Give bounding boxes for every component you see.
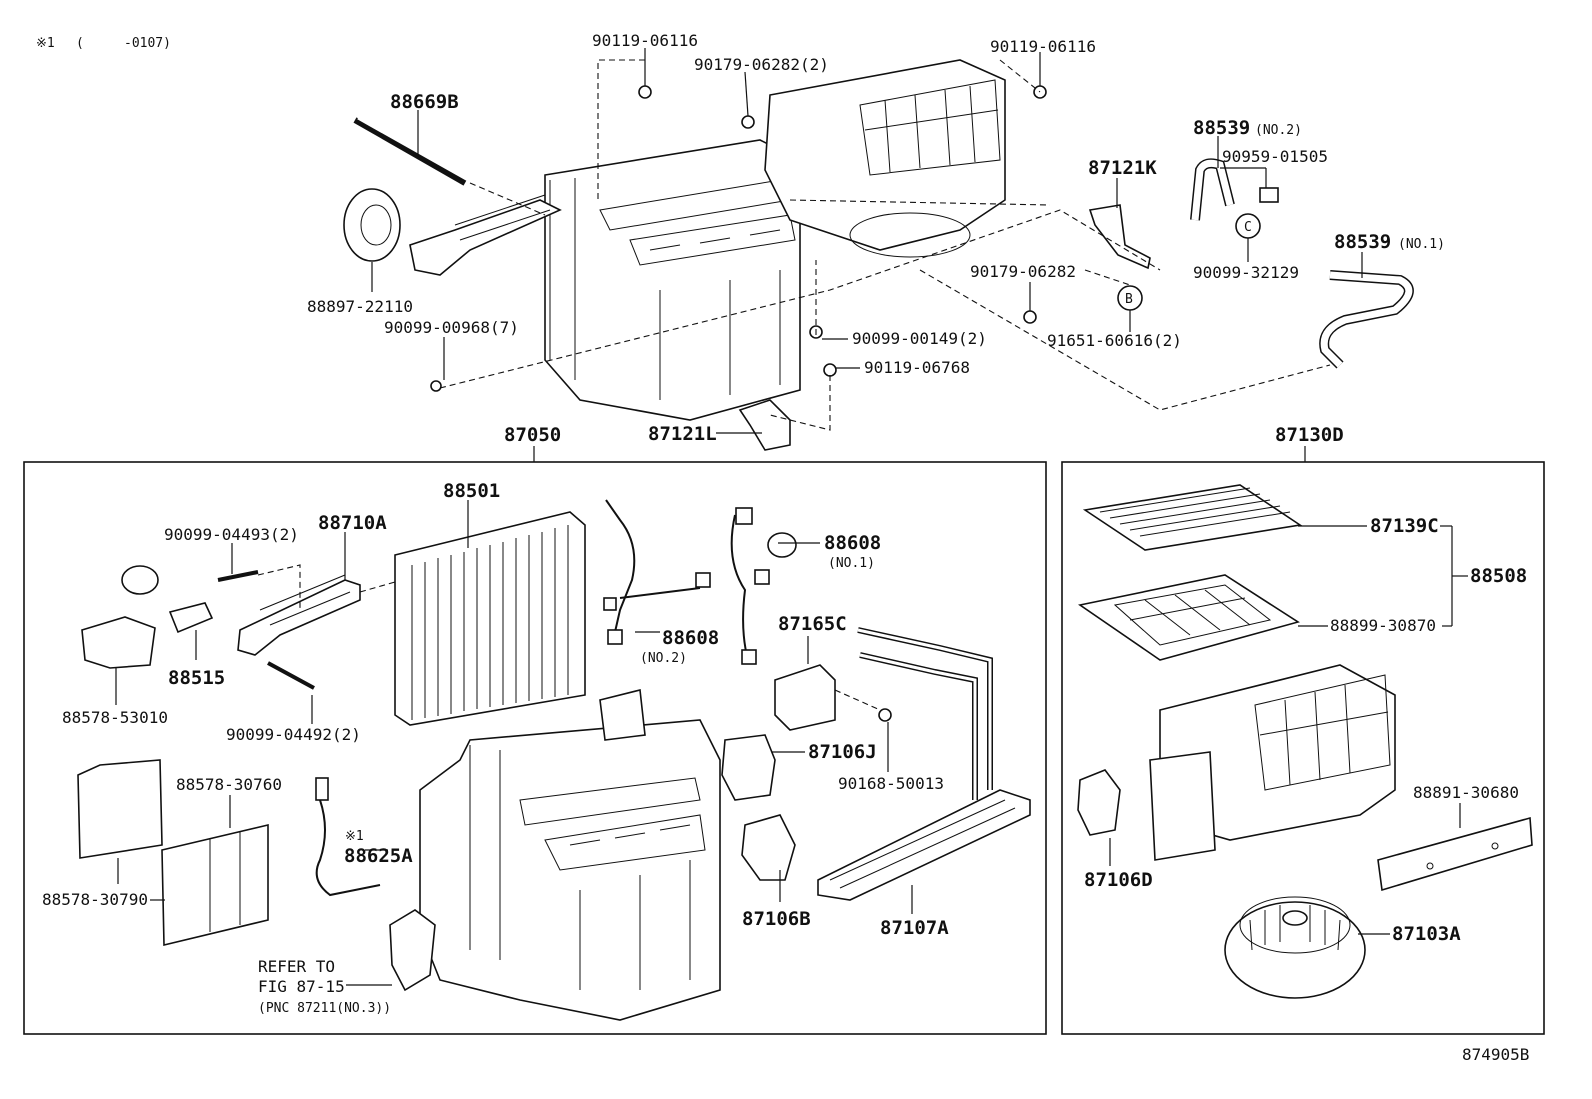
- label-90099-00968: 90099-00968(7): [384, 318, 519, 337]
- note-range-end: -0107): [124, 36, 171, 51]
- blower-unit-box: [1061, 461, 1545, 1035]
- label-88501: 88501: [443, 480, 500, 502]
- label-88578-30760: 88578-30760: [176, 775, 282, 794]
- label-90119-06116-a: 90119-06116: [592, 31, 698, 50]
- label-91651-60616: 91651-60616(2): [1047, 331, 1182, 350]
- label-90168-50013: 90168-50013: [838, 774, 944, 793]
- label-88608-no1-suffix: (NO.1): [828, 556, 875, 571]
- blower-unit-illustrations: [1077, 484, 1533, 999]
- label-87165C: 87165C: [778, 613, 847, 635]
- heater-unit-illustrations: [77, 499, 1031, 1021]
- label-88710A: 88710A: [318, 512, 387, 534]
- heater-core-illustration: [817, 789, 1031, 901]
- label-88578-53010: 88578-53010: [62, 708, 168, 727]
- label-87121L: 87121L: [648, 423, 717, 445]
- group-label-87050: 87050: [504, 424, 561, 446]
- label-90099-04492: 90099-04492(2): [226, 725, 361, 744]
- label-87139C: 87139C: [1370, 515, 1439, 537]
- label-88539-no2: 88539: [1193, 117, 1250, 139]
- top-assembly: [343, 59, 1414, 451]
- label-88608-no1: 88608: [824, 532, 881, 554]
- label-87121K: 87121K: [1088, 157, 1157, 179]
- label-88899-30870: 88899-30870: [1330, 616, 1436, 635]
- refer-line-3: (PNC 87211(NO.3)): [258, 1001, 391, 1016]
- label-90099-04493: 90099-04493(2): [164, 525, 299, 544]
- label-87107A: 87107A: [880, 917, 949, 939]
- label-87103A: 87103A: [1392, 923, 1461, 945]
- top-leaders: [371, 48, 1363, 434]
- label-88625A: 88625A: [344, 845, 413, 867]
- filter-87139c-illustration: [1082, 484, 1303, 551]
- label-88669B: 88669B: [390, 91, 459, 113]
- label-88515: 88515: [168, 667, 225, 689]
- label-88508: 88508: [1470, 565, 1527, 587]
- label-87106D: 87106D: [1084, 869, 1153, 891]
- blower-case-top-illustration: [764, 59, 1006, 251]
- refer-line-2: FIG 87-15: [258, 977, 345, 996]
- label-88891-30680: 88891-30680: [1413, 783, 1519, 802]
- group-label-87130D: 87130D: [1275, 424, 1344, 446]
- refer-line-1: REFER TO: [258, 957, 335, 976]
- heater-unit-leaders: [115, 500, 913, 986]
- label-88608-no2-suffix: (NO.2): [640, 651, 687, 666]
- note-mark: ※1: [36, 36, 55, 51]
- label-note1: ※1: [345, 829, 364, 844]
- diagram-code: 874905B: [1462, 1045, 1529, 1064]
- label-88539-no2-suffix: (NO.2): [1255, 123, 1302, 138]
- blower-unit-leaders: [1109, 525, 1468, 935]
- label-88539-no1-suffix: (NO.1): [1398, 237, 1445, 252]
- note-range-open: (: [76, 36, 84, 51]
- label-90179-06282-2: 90179-06282(2): [694, 55, 829, 74]
- marker-c: C: [1244, 220, 1252, 235]
- label-90119-06768: 90119-06768: [864, 358, 970, 377]
- heater-case-top-illustration: [544, 139, 801, 421]
- label-90119-06116-b: 90119-06116: [990, 37, 1096, 56]
- label-88539-no1: 88539: [1334, 231, 1391, 253]
- label-90099-00149: 90099-00149(2): [852, 329, 987, 348]
- heater-case-lower-illustration: [419, 719, 721, 1021]
- marker-b-circle: [1117, 285, 1143, 311]
- blower-fan-illustration: [1224, 901, 1366, 999]
- heater-unit-box: [23, 461, 1047, 1035]
- label-87106J: 87106J: [808, 741, 877, 763]
- marker-b: B: [1125, 292, 1133, 307]
- label-88578-30790: 88578-30790: [42, 890, 148, 909]
- label-90179-06282: 90179-06282: [970, 262, 1076, 281]
- label-87106B: 87106B: [742, 908, 811, 930]
- label-90099-32129: 90099-32129: [1193, 263, 1299, 282]
- label-88897-22110: 88897-22110: [307, 297, 413, 316]
- label-90959-01505: 90959-01505: [1222, 147, 1328, 166]
- label-88608-no2: 88608: [662, 627, 719, 649]
